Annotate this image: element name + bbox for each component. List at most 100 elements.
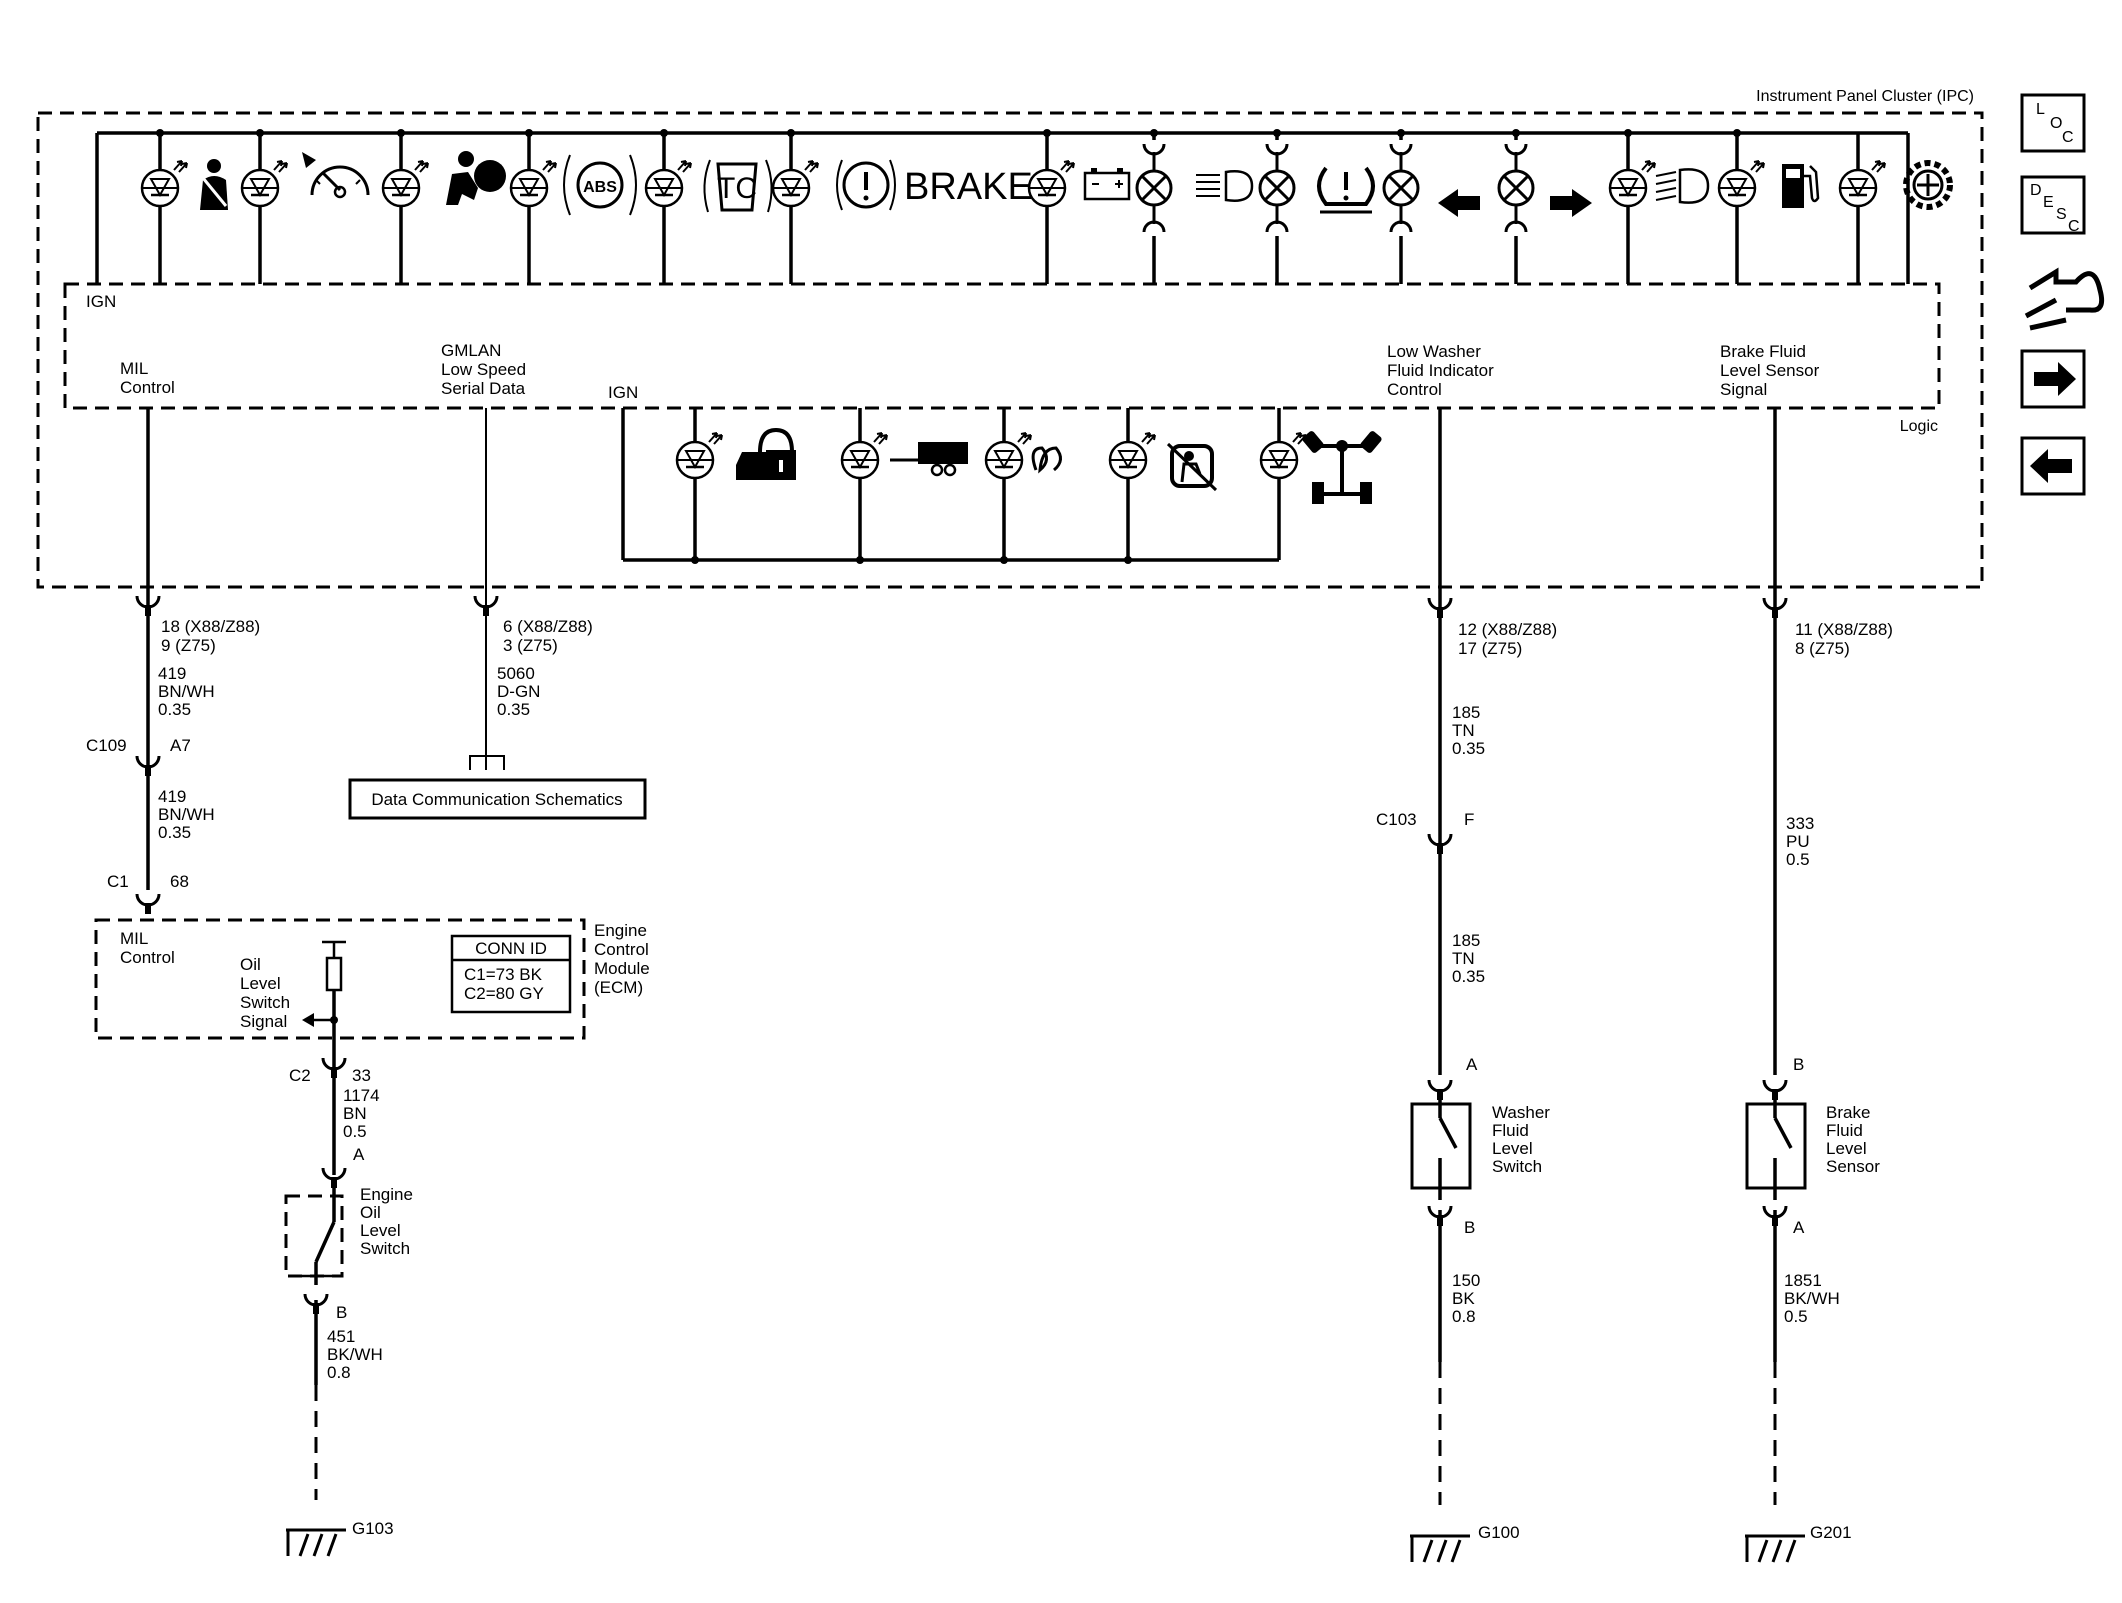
ground-g201 [1743,1534,1807,1564]
tc-text: TC [717,172,757,205]
security-lock-icon [736,427,796,480]
brake-pin-b: B [1793,1055,1804,1074]
ipc-logic-box [63,282,1941,410]
led-battery [1027,159,1076,208]
loc-letter-o: O [2050,115,2062,132]
arrow-left-icon [2030,449,2072,483]
ipc-title: Instrument Panel Cluster (IPC) [1756,88,1974,105]
led-4wd [1259,431,1308,480]
brake-wire-1: 333 PU 0.5 [1786,814,1819,869]
seatbelt-icon [200,159,228,210]
mil-wire-1: 419 BN/WH 0.35 [158,664,219,719]
tire-pressure-icon [1317,166,1375,214]
washer-fluid-level-switch [1410,1090,1472,1200]
pin-68-label: 68 [170,872,189,891]
brake-wire-2: 1851 BK/WH 0.5 [1784,1271,1844,1326]
cruise-speedometer-icon [302,152,370,199]
washer-pin-label: 12 (X88/Z88) 17 (Z75) [1458,620,1562,658]
led-passenger-airbag [1108,431,1157,480]
pin-33-label: 33 [352,1066,371,1085]
diagnostic-tools-icon[interactable] [2024,267,2105,331]
ecm-title: Engine Control Module (ECM) [594,921,655,997]
oil-level-circuit: C2 33 1174 BN 0.5 A Engine Oil Level Swi… [284,1050,418,1558]
description-button[interactable]: D E S C [2020,175,2086,235]
left-turn-arrow-icon [1438,189,1480,217]
c103-label: C103 [1376,810,1417,829]
gmlan-label: GMLAN Low Speed Serial Data [441,341,531,398]
oil-pin-b: B [336,1303,347,1322]
washer-switch-label: Washer Fluid Level Switch [1492,1103,1555,1176]
conn-id-table: CONN ID C1=73 BK C2=80 GY [450,934,572,1014]
low-washer-label: Low Washer Fluid Indicator Control [1387,342,1499,399]
oil-pin-a: A [353,1145,365,1164]
battery-icon [1083,168,1131,201]
desc-letter-s: S [2056,206,2067,223]
passenger-airbag-off-icon [1166,442,1218,492]
c109-label: C109 [86,736,127,755]
bulb-tire-pressure [1258,142,1296,234]
washer-wire-1: 185 TN 0.35 [1452,703,1485,758]
brake-fluid-circuit: 11 (X88/Z88) 8 (Z75) 333 PU 0.5 B Brake … [1743,408,1898,1564]
oil-switch-label: Engine Oil Level Switch [360,1185,418,1258]
washer-wire-2: 185 TN 0.35 [1452,931,1485,986]
led-high-beam [1608,159,1657,208]
c1-label: C1 [107,872,129,891]
service-gear-icon [1903,160,1953,210]
led-cruise [240,159,289,208]
led-seatbelt [140,159,189,208]
indicator-drops [158,133,1910,284]
g100-label: G100 [1478,1523,1520,1542]
desc-letter-c: C [2068,218,2080,235]
g103-label: G103 [352,1519,394,1538]
brake-sensor-label: Brake Fluid Level Sensor [1826,1103,1880,1176]
washer-pin-a: A [1466,1055,1478,1074]
headlamp-icon [1196,170,1254,202]
bulb-right-turn [1497,142,1535,234]
gmlan-pin-label: 6 (X88/Z88) 3 (Z75) [503,617,598,655]
brake-pin-label: 11 (X88/Z88) 8 (Z75) [1795,620,1898,658]
desc-letter-d: D [2030,182,2042,199]
glow-plug-icon [1031,446,1062,474]
gmlan-wire: 5060 D-GN 0.35 [497,664,545,719]
desc-letter-e: E [2043,194,2054,211]
engine-oil-level-switch [284,1182,344,1285]
mil-pin-label: 18 (X88/Z88) 9 (Z75) [161,617,265,655]
led-fuel [1717,159,1766,208]
led-brake [771,159,820,208]
led-trailer [840,431,889,480]
abs-icon: ABS [563,154,637,216]
inner-drops [691,408,1132,564]
traction-control-icon: TC [703,159,773,213]
previous-page-button[interactable] [2020,436,2086,496]
brake-warning-icon: BRAKE [836,159,1033,211]
ground-g100 [1408,1534,1472,1564]
arrow-right-icon [2034,362,2076,396]
ipc-ign-inner: IGN [608,383,638,402]
brake-fluid-label: Brake Fluid Level Sensor Signal [1720,342,1824,399]
conn-id-title: CONN ID [475,939,547,958]
bulb-headlamp [1135,142,1173,234]
trailer-icon [890,442,968,477]
airbag-icon [446,151,506,205]
engine-control-module: Engine Control Module (ECM) MIL Control … [94,918,655,1050]
four-wheel-drive-icon [1302,431,1382,504]
washer-pin-b: B [1464,1218,1475,1237]
led-glow-plug [984,431,1033,480]
ipc-logic-label: Logic [1900,418,1938,435]
abs-text: ABS [583,179,617,196]
next-page-button[interactable] [2020,349,2086,409]
loc-letter-l: L [2036,101,2045,118]
led-airbag [381,159,430,208]
data-communication-link[interactable]: Data Communication Schematics [348,778,647,820]
led-service [1838,159,1887,208]
right-turn-arrow-icon [1550,189,1592,217]
gmlan-circuit: 6 (X88/Z88) 3 (Z75) 5060 D-GN 0.35 [469,408,598,770]
led-abs [509,159,558,208]
conn-id-row-1: C1=73 BK [464,965,543,984]
conn-id-row-2: C2=80 GY [464,984,544,1003]
mil-circuit: 18 (X88/Z88) 9 (Z75) 419 BN/WH 0.35 C109… [86,408,265,914]
location-button[interactable]: L O C [2020,93,2086,153]
washer-fluid-circuit: 12 (X88/Z88) 17 (Z75) 185 TN 0.35 C103 F… [1376,408,1562,1564]
oil-wire-1: 1174 BN 0.5 [343,1086,384,1141]
